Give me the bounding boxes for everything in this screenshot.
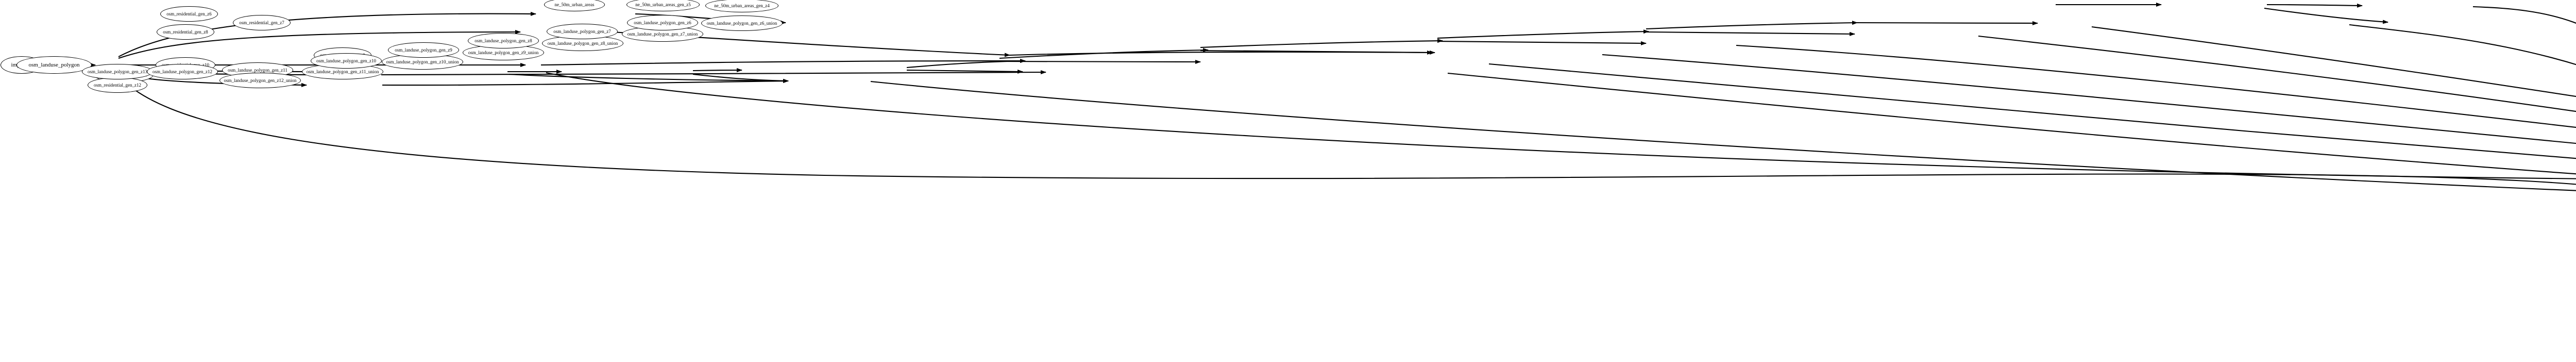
graph-node-label: osm_residential_gen_z6 bbox=[166, 11, 212, 17]
graph-node[interactable]: osm_landuse_polygon bbox=[16, 56, 92, 74]
graph-node-label: osm_landuse_polygon_gen_z9 bbox=[395, 47, 452, 53]
graph-node[interactable]: osm_residential_gen_z8 bbox=[157, 24, 214, 40]
graph-node-label: osm_landuse_polygon_gen_z7 bbox=[553, 28, 611, 34]
graph-node[interactable]: osm_residential_gen_z7 bbox=[233, 15, 291, 30]
graph-node-label: osm_landuse_polygon_gen_z10 bbox=[316, 58, 376, 63]
graph-node[interactable]: osm_landuse_polygon_gen_z10 bbox=[311, 53, 382, 69]
graph-node[interactable]: osm_residential_gen_z12 bbox=[88, 77, 147, 93]
graph-node-label: osm_landuse_polygon_gen_z7_union bbox=[627, 31, 698, 37]
graph-node-label: osm_landuse_polygon_gen_z12 bbox=[152, 69, 212, 74]
graph-node-label: osm_landuse_polygon_gen_z8 bbox=[474, 38, 532, 43]
graph-node-label: osm_landuse_polygon_gen_z13 bbox=[88, 69, 147, 74]
graph-node-label: osm_landuse_polygon bbox=[28, 61, 80, 68]
graph-node-label: osm_residential_gen_z12 bbox=[94, 82, 141, 88]
graph-node-label: osm_landuse_polygon_gen_z10_union bbox=[386, 59, 459, 64]
graph-node-label: osm_residential_gen_z7 bbox=[239, 20, 284, 25]
graph-node-label: osm_landuse_polygon_gen_z8_union bbox=[547, 40, 618, 46]
graph-node-label: ne_50m_urban_areas_gen_z4 bbox=[714, 3, 770, 8]
graph-node[interactable]: osm_landuse_polygon_gen_z6 bbox=[627, 15, 698, 30]
graph-node-label: osm_residential_gen_z8 bbox=[163, 29, 208, 35]
graph-node-label: osm_landuse_polygon_gen_z6 bbox=[634, 20, 691, 25]
graph-node[interactable]: osm_landuse_polygon_gen_z13 bbox=[82, 64, 153, 79]
graph-node[interactable]: osm_landuse_polygon_gen_z12_union bbox=[219, 73, 301, 88]
graph-node-label: osm_landuse_polygon_gen_z11_union bbox=[306, 69, 379, 74]
graph-node[interactable]: osm_residential_gen_z6 bbox=[160, 6, 218, 22]
graph-node-label: osm_landuse_polygon_gen_z11 bbox=[228, 67, 287, 73]
graph-node[interactable]: osm_landuse_polygon_gen_z7 bbox=[547, 24, 618, 39]
graph-node[interactable]: ne_50m_urban_areas_gen_z4 bbox=[705, 0, 778, 12]
graph-node[interactable]: osm_landuse_polygon_gen_z9_union bbox=[463, 45, 544, 60]
graph-node[interactable]: osm_landuse_polygon_gen_z9 bbox=[388, 42, 459, 58]
graph-node-label: ne_50m_urban_areas bbox=[554, 2, 595, 7]
graph-node-label: osm_landuse_polygon_gen_z12_union bbox=[224, 77, 297, 83]
graph-node[interactable]: osm_landuse_polygon_gen_z12 bbox=[147, 64, 218, 79]
graph-node[interactable]: osm_landuse_polygon_gen_z8 bbox=[468, 33, 539, 48]
graph-node[interactable]: osm_landuse_polygon_gen_z6_union bbox=[701, 15, 783, 31]
graph-node-label: ne_50m_urban_areas_gen_z5 bbox=[635, 2, 691, 7]
graph-node-label: osm_landuse_polygon_gen_z9_union bbox=[468, 50, 539, 55]
graph-node-label: osm_landuse_polygon_gen_z6_union bbox=[706, 20, 777, 26]
